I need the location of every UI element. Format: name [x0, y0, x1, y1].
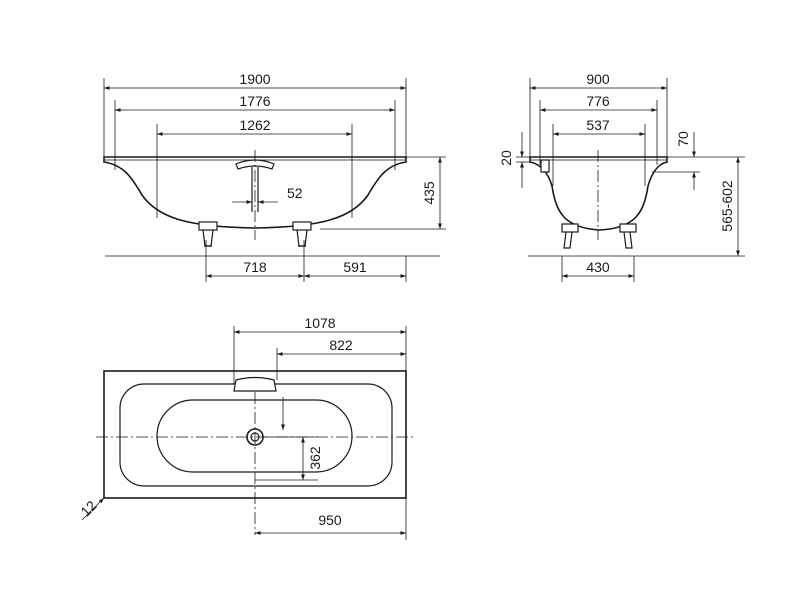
front-foot-right-icon — [292, 221, 312, 247]
dim-label-1262: 1262 — [239, 117, 270, 133]
dim-label-776: 776 — [586, 93, 610, 109]
dim-label-20: 20 — [498, 150, 514, 166]
drain-inner-icon — [250, 432, 260, 442]
side-tub-outline — [529, 156, 668, 231]
dim-label-900: 900 — [586, 71, 610, 87]
side-foot-right-icon — [619, 223, 637, 249]
dim-label-430: 430 — [586, 259, 610, 275]
dim-label-591: 591 — [343, 259, 367, 275]
dim-label-52: 52 — [287, 185, 303, 201]
dim-label-537: 537 — [586, 117, 610, 133]
dim-label-950: 950 — [318, 512, 342, 528]
front-tub-outline — [103, 156, 407, 229]
overflow-fitting-icon — [540, 159, 550, 173]
plan-view: 1078 822 362 950 12 — [77, 315, 414, 540]
plan-headrest-icon — [233, 376, 277, 392]
dim-label-362: 362 — [307, 446, 323, 470]
dim-label-1078: 1078 — [304, 315, 335, 331]
plan-inner-basin — [119, 383, 393, 487]
dim-label-822: 822 — [329, 337, 353, 353]
side-view: 900 776 537 20 70 565-602 430 — [498, 71, 745, 282]
dim-label-1900: 1900 — [239, 71, 270, 87]
side-foot-left-icon — [561, 223, 579, 249]
dim-label-565-602: 565-602 — [719, 180, 735, 232]
dim-line-12 — [81, 497, 105, 521]
headrest-icon — [235, 159, 275, 170]
front-foot-left-icon — [198, 221, 218, 247]
dim-label-70: 70 — [675, 131, 691, 147]
dim-label-12: 12 — [77, 497, 99, 519]
dim-label-718: 718 — [243, 259, 267, 275]
front-view: 1900 1776 1262 52 435 718 591 — [103, 71, 446, 282]
plan-basin-bottom — [156, 399, 353, 473]
dim-label-435: 435 — [421, 181, 437, 205]
dim-label-1776: 1776 — [239, 93, 270, 109]
